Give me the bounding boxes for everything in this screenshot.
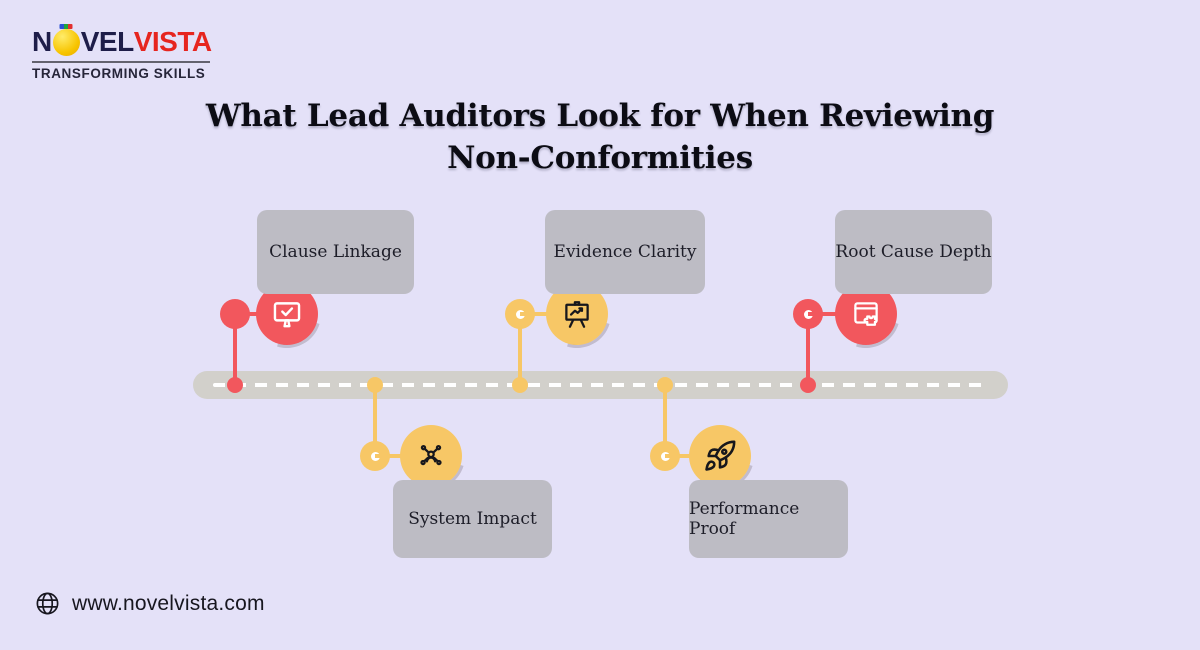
timeline-dot bbox=[800, 377, 816, 393]
logo-ball-icon bbox=[52, 28, 80, 56]
connector-line bbox=[518, 314, 522, 385]
logo-letter-n: N bbox=[32, 26, 52, 57]
logo-letters-vista: VISTA bbox=[133, 26, 212, 57]
logo-tagline: TRANSFORMING SKILLS bbox=[32, 66, 206, 81]
title-line-2: Non-Conformities bbox=[447, 140, 753, 176]
connector-line bbox=[663, 385, 667, 456]
milestone-label: Performance Proof bbox=[689, 499, 800, 539]
timeline-dot bbox=[227, 377, 243, 393]
connector-line bbox=[373, 385, 377, 456]
milestone-label: System Impact bbox=[408, 509, 537, 529]
connector-line bbox=[806, 314, 810, 385]
person-network-icon bbox=[420, 444, 442, 466]
connector-line bbox=[233, 314, 237, 385]
globe-icon bbox=[36, 592, 59, 615]
browser-puzzle-icon bbox=[854, 302, 878, 326]
title-line-1: What Lead Auditors Look for When Reviewi… bbox=[205, 98, 995, 134]
logo-letters-vel: VEL bbox=[80, 26, 134, 57]
page-title: What Lead Auditors Look for When Reviewi… bbox=[0, 95, 1200, 179]
presentation-chart-icon bbox=[565, 301, 589, 328]
icon-circle bbox=[400, 425, 462, 487]
footer: www.novelvista.com bbox=[34, 590, 265, 617]
monitor-check-icon bbox=[273, 302, 301, 328]
milestone-label: Evidence Clarity bbox=[553, 242, 697, 262]
timeline-dashes bbox=[213, 383, 988, 387]
milestone-label: Clause Linkage bbox=[269, 242, 402, 262]
website-url: www.novelvista.com bbox=[72, 591, 265, 615]
icon-circle bbox=[689, 425, 751, 487]
label-box: Clause Linkage bbox=[257, 210, 414, 294]
timeline-dot bbox=[512, 377, 528, 393]
label-box: System Impact bbox=[393, 480, 552, 558]
label-box: Root Cause Depth bbox=[835, 210, 992, 294]
milestone-label: Root Cause Depth bbox=[835, 242, 992, 262]
rocket-icon bbox=[705, 440, 736, 471]
label-box: Performance Proof bbox=[689, 480, 848, 558]
label-box: Evidence Clarity bbox=[545, 210, 705, 294]
logo-divider bbox=[32, 61, 210, 63]
